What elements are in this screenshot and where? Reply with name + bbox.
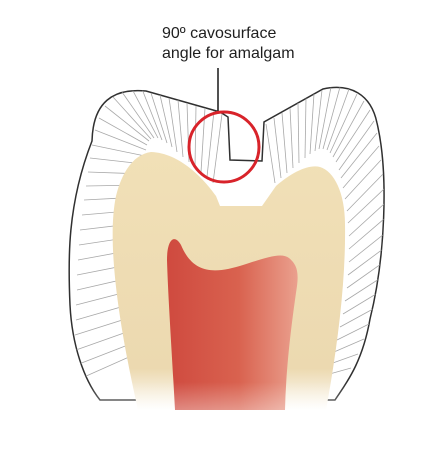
bottom-fade xyxy=(60,382,380,464)
annotation-label: 90º cavosurface angle for amalgam xyxy=(162,24,342,64)
annotation-label-line-1: 90º cavosurface xyxy=(162,25,277,42)
cavosurface-angle-highlight xyxy=(187,110,261,184)
annotation-label-line-2: angle for amalgam xyxy=(162,45,295,62)
pulp-chamber xyxy=(167,239,298,410)
